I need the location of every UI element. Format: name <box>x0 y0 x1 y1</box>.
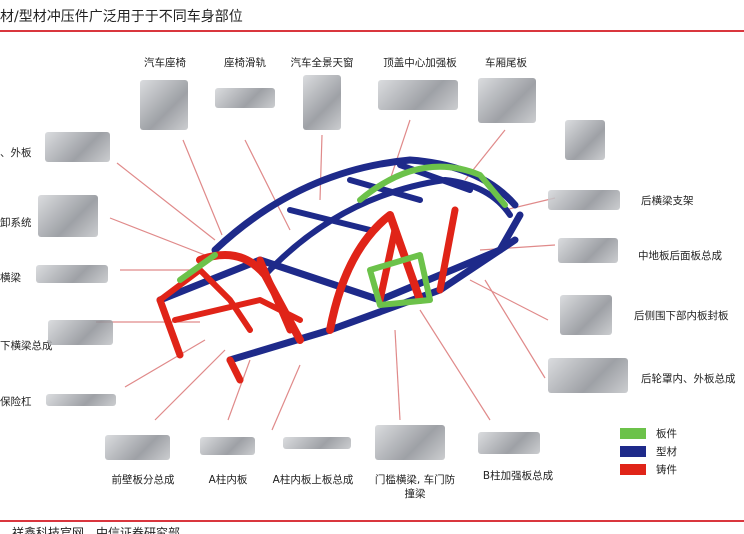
legend-label-sheet: 板件 <box>656 428 677 440</box>
tailgate-image <box>478 78 536 123</box>
seat-image <box>140 80 188 130</box>
left-part-5-image <box>46 394 116 406</box>
legend-swatch-profile <box>620 446 646 457</box>
legend-swatch-casting <box>620 464 646 475</box>
label-a-pillar-inner: A柱内板 <box>208 474 248 486</box>
seat-rail-image <box>215 88 275 108</box>
label-roof-reinforcement: 顶盖中心加强板 <box>383 57 457 69</box>
bottom-part-2-image <box>200 437 255 455</box>
label-sunroof: 汽车全景天窗 <box>290 57 354 69</box>
label-tailgate: 车厢尾板 <box>485 57 527 69</box>
label-seat-rail: 座椅滑轨 <box>224 57 266 69</box>
label-sill-beam: 门槛横梁, 车门防 <box>374 474 456 486</box>
label-rear-beam-bracket: 后横梁支架 <box>641 195 694 207</box>
label-seat: 汽车座椅 <box>144 57 186 69</box>
left-part-2-image <box>38 195 98 237</box>
legend-label-profile: 型材 <box>656 446 677 458</box>
label-left-4: 下横梁总成 <box>0 340 53 352</box>
leader-lines <box>96 119 556 431</box>
legend-swatch-sheet <box>620 428 646 439</box>
label-mid-floor-panel: 中地板后面板总成 <box>638 250 722 262</box>
top-rule <box>0 30 744 32</box>
roof-reinforcement-image <box>378 80 458 110</box>
label-side-inner-panel: 后侧围下部内板封板 <box>634 310 729 322</box>
right-part-2-image <box>558 238 618 263</box>
left-part-1-image <box>45 132 110 162</box>
left-part-3-image <box>36 265 108 283</box>
right-part-4-image <box>548 358 628 393</box>
legend-label-casting: 铸件 <box>656 464 677 476</box>
right-part-0-image <box>565 120 605 160</box>
source-footer: ，祥鑫科技官网，中信证券研究部 <box>0 526 181 534</box>
label-b-pillar: B柱加强板总成 <box>482 470 554 482</box>
figure-title: 材/型材冲压件广泛用于于不同车身部位 <box>0 9 243 25</box>
label-left-5: 保险杠 <box>0 396 32 408</box>
bottom-part-1-image <box>105 435 170 460</box>
label-left-1: 、外板 <box>0 147 32 159</box>
bottom-part-4-image <box>375 425 445 460</box>
bottom-rule <box>0 520 744 522</box>
sunroof-image <box>303 75 341 130</box>
label-dash-panel: 前壁板分总成 <box>111 474 175 486</box>
right-part-1-image <box>548 190 620 210</box>
bottom-part-5-image <box>478 432 540 454</box>
label-left-3: 横梁 <box>0 272 21 284</box>
label-sill-beam-line2: 撞梁 <box>404 488 426 500</box>
label-left-2: 卸系统 <box>0 217 32 229</box>
bottom-part-3-image <box>283 437 351 449</box>
right-part-3-image <box>560 295 612 335</box>
label-wheelhouse: 后轮罩内、外板总成 <box>641 373 736 385</box>
left-part-4-image <box>48 320 113 345</box>
label-a-pillar-upper: A柱内板上板总成 <box>272 474 354 486</box>
